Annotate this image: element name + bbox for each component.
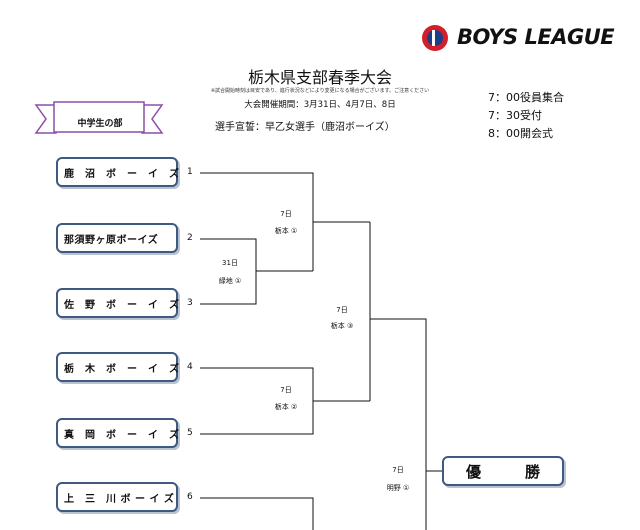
player-oath: 選手宣誓：早乙女選手（鹿沼ボーイズ） (215, 122, 395, 133)
team-seed: 2 (187, 233, 193, 243)
team-box-tochigi: 栃 木 ボ ー イ ズ (56, 352, 180, 382)
match-day: 31日 (222, 259, 238, 267)
team-seed: 4 (187, 362, 193, 372)
team-seed: 5 (187, 428, 193, 438)
schedule-item-officials: 7：00役員集合 (488, 91, 564, 104)
team-box-nasunogahara: 那須野ヶ原ボーイズ (56, 223, 178, 253)
team-seed: 6 (187, 492, 193, 502)
champion-box: 優 勝 (442, 456, 564, 486)
team-seed: 1 (187, 167, 193, 177)
bracket-line-r2-b (200, 367, 314, 435)
bracket-line-r1-a (200, 238, 257, 305)
match-day: 7日 (392, 466, 404, 474)
bracket-line-team1 (200, 172, 314, 271)
match-venue: 栃本 ① (274, 227, 298, 235)
team-name: 栃 木 ボ ー イ ズ (64, 363, 180, 375)
schedule-item-opening: 8：00開会式 (488, 127, 553, 140)
team-name: 上 三 川 ボ ー イ ズ (64, 493, 175, 505)
team-name: 那須野ヶ原ボーイズ (64, 234, 159, 246)
team-box-kaminokawa: 上 三 川 ボ ー イ ズ (56, 482, 178, 512)
division-label: 中学生の部 (77, 119, 123, 129)
match-venue: 緑地 ① (218, 277, 242, 285)
team-name: 鹿 沼 ボ ー イ ズ (64, 168, 180, 180)
team-box-sano: 佐 野 ボ ー イ ズ (56, 288, 180, 318)
team-name: 佐 野 ボ ー イ ズ (64, 299, 180, 311)
team-seed: 3 (187, 298, 193, 308)
match-venue: 明野 ① (386, 484, 410, 492)
match-day: 7日 (280, 386, 292, 394)
boys-league-logo (422, 25, 448, 51)
team-box-kanuma: 鹿 沼 ボ ー イ ズ (56, 157, 180, 187)
match-venue: 栃本 ② (274, 403, 298, 411)
division-ribbon (34, 101, 164, 134)
champion-char: 優 (465, 462, 481, 481)
page-title: 栃木県支部春季大会 (247, 68, 392, 87)
bracket-line-team6 (200, 497, 314, 530)
team-name: 真 岡 ボ ー イ ズ (64, 429, 180, 441)
notice-text: ※試合開始時刻は目安であり、進行状況などにより変更になる場合がございます。ご注意… (210, 88, 430, 94)
match-day: 7日 (280, 210, 292, 218)
match-day: 7日 (336, 306, 348, 314)
tournament-dates: 大会開催期間：3月31日、4月7日、8日 (244, 100, 396, 110)
match-venue: 栃本 ③ (330, 322, 354, 330)
logo-text: BOYS LEAGUE (457, 25, 615, 49)
bracket-line-final-top (370, 318, 427, 530)
champion-char: 勝 (524, 462, 540, 481)
team-box-moka: 真 岡 ボ ー イ ズ (56, 418, 180, 448)
schedule-item-reception: 7：30受付 (488, 109, 542, 122)
